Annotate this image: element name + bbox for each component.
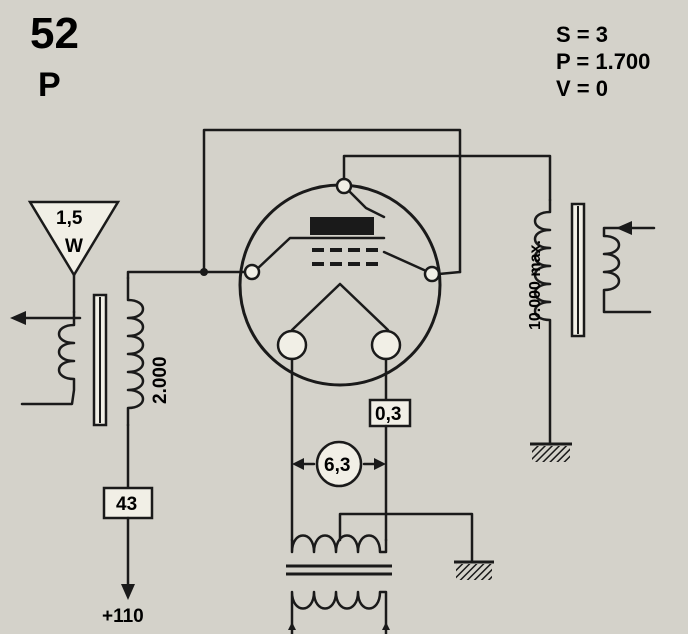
speaker-watt-value: 1,5 [56, 208, 83, 229]
ground-symbol-bottom [454, 560, 494, 580]
speaker-watt-unit: W [65, 236, 83, 257]
spec-s: S = 3 [556, 22, 608, 47]
supply-arrow [121, 584, 135, 600]
spec-v: V = 0 [556, 76, 608, 101]
screen-pin-wire [437, 270, 462, 276]
series-resistor-value: 43 [116, 494, 137, 515]
pin-plate [243, 263, 261, 281]
tube-letter: P [38, 66, 61, 104]
tube-number: 52 [30, 9, 79, 58]
grid-wire [342, 154, 552, 202]
heater-transformer [286, 512, 474, 634]
anode [310, 217, 374, 235]
filament-resistor [368, 398, 412, 428]
output-transformer [10, 276, 145, 427]
filament-resistor-value: 0,3 [375, 404, 401, 425]
ground-symbol-right [530, 442, 572, 462]
pin-heater-left [276, 329, 308, 361]
pin-grid [335, 177, 353, 195]
tube-electrodes [254, 184, 426, 346]
screen-feed-wire [202, 128, 462, 274]
supply-voltage: +110 [102, 606, 144, 627]
loudspeaker-symbol [27, 200, 121, 314]
input-transformer [533, 198, 656, 446]
pin-screen [423, 265, 441, 283]
spec-p: P = 1.700 [556, 49, 650, 74]
series-resistor [102, 486, 154, 520]
plate-wire [126, 270, 206, 280]
input-impedance-label: 10.000 max. [527, 240, 544, 330]
heater-dimension [292, 440, 386, 488]
heater-voltage: 6,3 [324, 455, 350, 476]
pin-heater-right [370, 329, 402, 361]
output-impedance-label: 2.000 [150, 356, 171, 404]
